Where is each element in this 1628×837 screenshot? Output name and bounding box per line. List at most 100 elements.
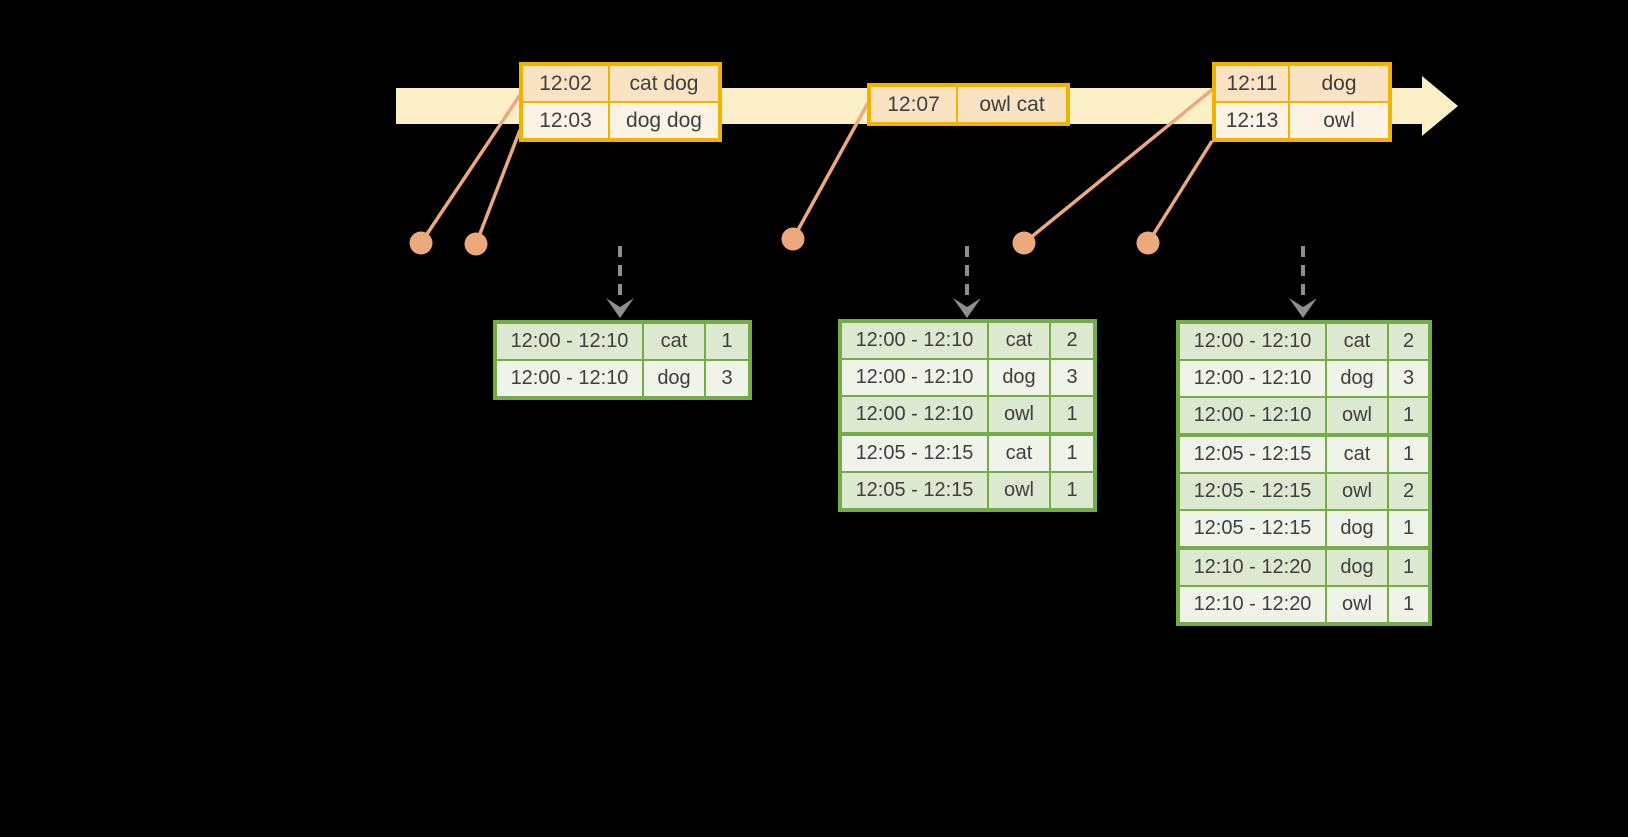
trigger-arrowhead-icon — [1289, 298, 1317, 318]
trigger-arrowhead-icon — [606, 298, 634, 318]
result-window: 12:00 - 12:10 — [497, 361, 642, 396]
result-window: 12:05 - 12:15 — [842, 473, 987, 508]
trigger-arrowheads — [606, 298, 1317, 318]
result-word: cat — [644, 324, 704, 359]
event-dot — [464, 232, 488, 256]
event-time: 12:07 — [871, 87, 956, 122]
event-time: 12:11 — [1216, 66, 1288, 101]
result-count: 2 — [1389, 474, 1428, 509]
result-window: 12:05 - 12:15 — [1180, 511, 1325, 546]
result-window: 12:05 - 12:15 — [1180, 437, 1325, 472]
result-count: 2 — [1051, 323, 1093, 358]
result-word: dog — [1327, 511, 1387, 546]
result-count: 1 — [706, 324, 748, 359]
result-word: owl — [989, 473, 1049, 508]
trigger-arrowhead-icon — [953, 298, 981, 318]
event-connector-line — [1022, 87, 1215, 245]
trigger-arrows — [618, 246, 1305, 299]
event-connector-line — [791, 102, 870, 240]
result-count: 3 — [1051, 360, 1093, 395]
timeline-arrowhead-icon — [1422, 76, 1458, 136]
event-dot — [781, 227, 805, 251]
result-count: 2 — [1389, 324, 1428, 359]
event-words: owl — [1290, 103, 1388, 138]
result-count: 1 — [1389, 550, 1428, 585]
result-word: dog — [1327, 550, 1387, 585]
result-window: 12:00 - 12:10 — [1180, 398, 1325, 433]
event-dot — [409, 231, 433, 255]
event-time: 12:02 — [523, 66, 608, 101]
result-count: 1 — [1389, 398, 1428, 433]
result-window: 12:10 - 12:20 — [1180, 550, 1325, 585]
result-count: 3 — [706, 361, 748, 396]
result-count: 1 — [1389, 511, 1428, 546]
event-time: 12:13 — [1216, 103, 1288, 138]
result-window: 12:00 - 12:10 — [842, 323, 987, 358]
result-count: 1 — [1051, 436, 1093, 471]
result-count: 1 — [1389, 587, 1428, 622]
event-dot — [1136, 231, 1160, 255]
event-words: dog — [1290, 66, 1388, 101]
result-window: 12:05 - 12:15 — [1180, 474, 1325, 509]
event-words: dog dog — [610, 103, 718, 138]
event-dots — [409, 227, 1160, 256]
event-dot — [1012, 231, 1036, 255]
event-words: cat dog — [610, 66, 718, 101]
result-window: 12:10 - 12:20 — [1180, 587, 1325, 622]
event-connector-line — [1146, 140, 1214, 244]
result-word: owl — [989, 397, 1049, 432]
result-window: 12:00 - 12:10 — [1180, 324, 1325, 359]
event-connector-line — [474, 129, 522, 245]
result-word: owl — [1327, 474, 1387, 509]
result-word: owl — [1327, 398, 1387, 433]
result-word: dog — [644, 361, 704, 396]
result-window: 12:00 - 12:10 — [497, 324, 642, 359]
result-count: 3 — [1389, 361, 1428, 396]
result-word: dog — [989, 360, 1049, 395]
event-time: 12:03 — [523, 103, 608, 138]
result-word: owl — [1327, 587, 1387, 622]
result-word: cat — [989, 436, 1049, 471]
result-count: 1 — [1051, 473, 1093, 508]
result-window: 12:00 - 12:10 — [1180, 361, 1325, 396]
result-word: dog — [1327, 361, 1387, 396]
event-words: owl cat — [958, 87, 1066, 122]
result-window: 12:00 - 12:10 — [842, 360, 987, 395]
result-word: cat — [1327, 324, 1387, 359]
result-window: 12:00 - 12:10 — [842, 397, 987, 432]
result-count: 1 — [1051, 397, 1093, 432]
result-window: 12:05 - 12:15 — [842, 436, 987, 471]
result-count: 1 — [1389, 437, 1428, 472]
event-connector-lines — [419, 87, 1215, 245]
result-word: cat — [989, 323, 1049, 358]
result-word: cat — [1327, 437, 1387, 472]
